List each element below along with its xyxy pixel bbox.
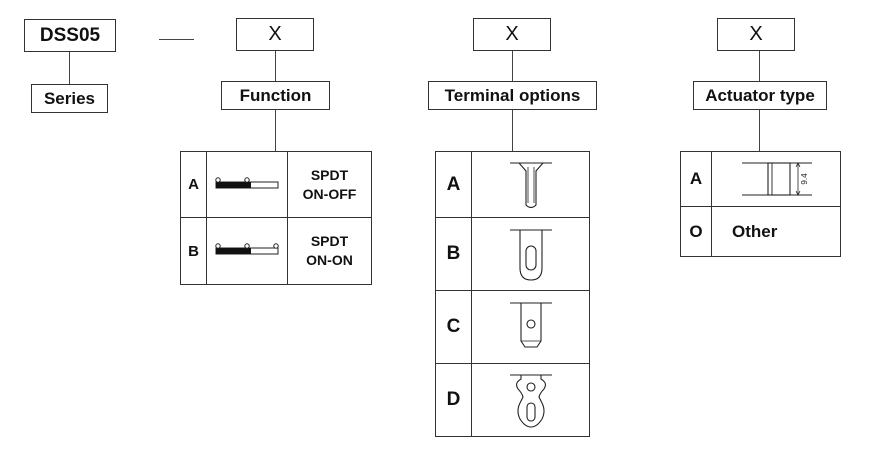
function-option-key: A	[180, 151, 207, 218]
actuator-connector-top	[759, 51, 760, 81]
switch-on-on-icon	[206, 217, 288, 285]
actuator-dimension-label: 9.4	[800, 173, 809, 185]
actuator-options-table: A 9.4 O Other	[680, 151, 841, 257]
function-option-mode: ON-OFF	[302, 185, 357, 202]
actuator-option-row: A 9.4	[680, 151, 841, 207]
terminal-option-key: A	[435, 151, 472, 218]
function-option-type: SPDT	[310, 166, 349, 183]
terminal-options-table: A B C	[435, 151, 590, 437]
function-label-box: Function	[221, 81, 330, 110]
actuator-label-box: Actuator type	[693, 81, 827, 110]
terminal-connector-bottom	[512, 110, 513, 151]
function-connector-bottom	[275, 110, 276, 151]
function-option-desc: SPDT ON-OFF	[287, 151, 372, 218]
terminal-option-row: D	[435, 363, 590, 437]
function-option-row: B SPDT ON-ON	[180, 217, 372, 285]
actuator-flat-icon: 9.4	[711, 151, 841, 207]
actuator-option-row: O Other	[680, 206, 841, 257]
terminal-option-row: A	[435, 151, 590, 218]
actuator-option-key: A	[680, 151, 712, 207]
actuator-placeholder-box: X	[717, 18, 795, 51]
actuator-connector-bottom	[759, 110, 760, 151]
terminal-placeholder-box: X	[473, 18, 551, 51]
terminal-option-key: B	[435, 217, 472, 291]
function-option-row: A SPDT ON-OFF	[180, 151, 372, 218]
switch-on-off-icon	[206, 151, 288, 218]
terminal-option-key: C	[435, 290, 472, 364]
actuator-option-key: O	[680, 206, 712, 257]
terminal-a-pin-icon	[471, 151, 590, 218]
series-connector	[69, 52, 70, 84]
series-label-box: Series	[31, 84, 108, 113]
function-option-desc: SPDT ON-ON	[287, 217, 372, 285]
actuator-option-text: Other	[711, 206, 841, 257]
function-connector-top	[275, 51, 276, 81]
function-option-type: SPDT	[310, 233, 349, 249]
function-placeholder-box: X	[236, 18, 314, 51]
terminal-b-solder-lug-icon	[471, 217, 590, 291]
terminal-connector-top	[512, 51, 513, 81]
terminal-d-wire-lug-icon	[471, 363, 590, 437]
function-options-table: A SPDT ON-OFF B SPDT O	[180, 151, 372, 285]
terminal-option-key: D	[435, 363, 472, 437]
function-option-mode: ON-ON	[306, 252, 353, 268]
separator-dash	[159, 39, 194, 40]
terminal-option-row: C	[435, 290, 590, 364]
function-option-key: B	[180, 217, 207, 285]
terminal-label-box: Terminal options	[428, 81, 597, 110]
terminal-c-pcb-pin-icon	[471, 290, 590, 364]
series-code-box: DSS05	[24, 19, 116, 52]
terminal-option-row: B	[435, 217, 590, 291]
